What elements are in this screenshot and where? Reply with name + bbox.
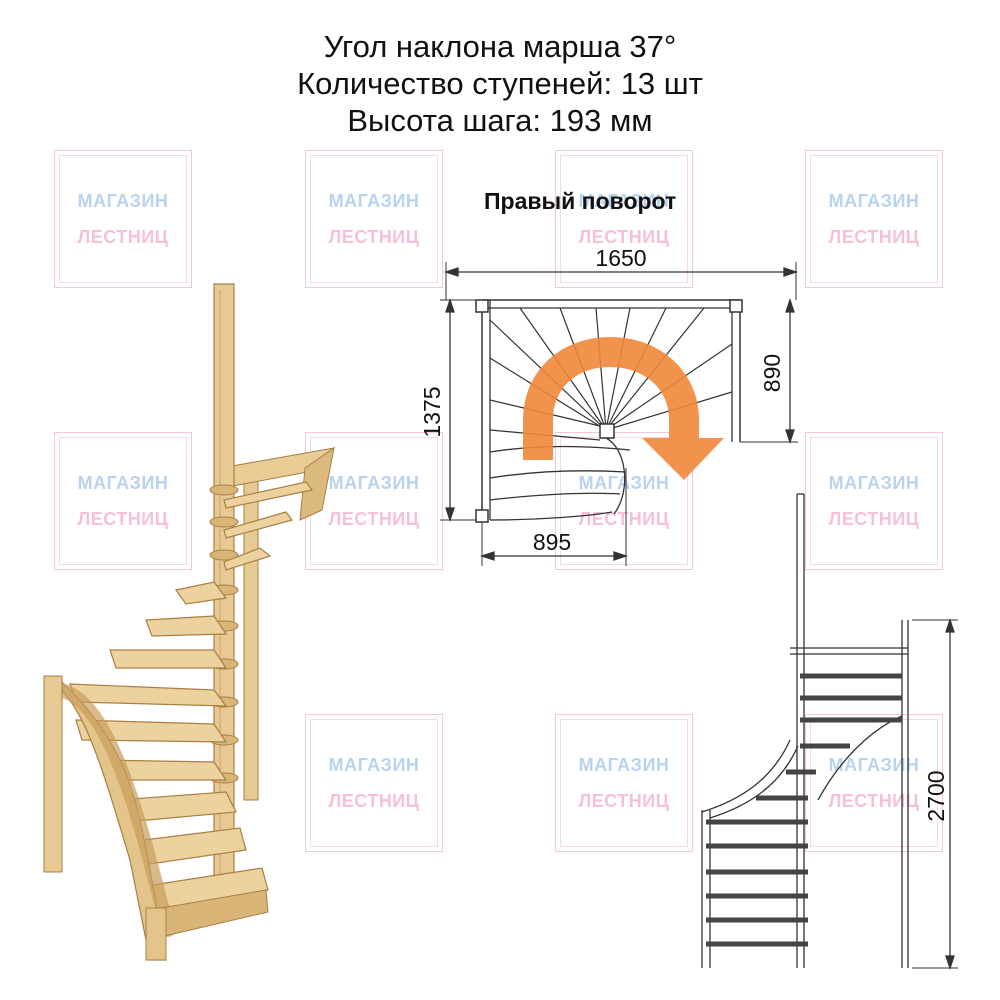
dimension-bottom-label: 895 [533, 529, 571, 555]
header: Угол наклона марша 37° Количество ступен… [0, 28, 1000, 139]
header-line-step-height: Высота шага: 193 мм [347, 103, 653, 138]
staircase-3d-illustration [43, 283, 336, 961]
dimension-depth-label: 1375 [419, 386, 445, 437]
floor-plan-diagram [440, 262, 799, 566]
dimension-width-label: 1650 [595, 245, 646, 271]
header-line-steps: Количество ступеней: 13 шт [297, 66, 703, 101]
turn-direction-label: Правый поворот [484, 188, 677, 214]
dimension-total-height-label: 2700 [923, 770, 949, 821]
turn-arrow-icon [523, 336, 724, 480]
header-line-angle: Угол наклона марша 37° [323, 29, 677, 64]
dimension-right-label: 890 [759, 354, 785, 392]
side-elevation-diagram [701, 493, 958, 971]
